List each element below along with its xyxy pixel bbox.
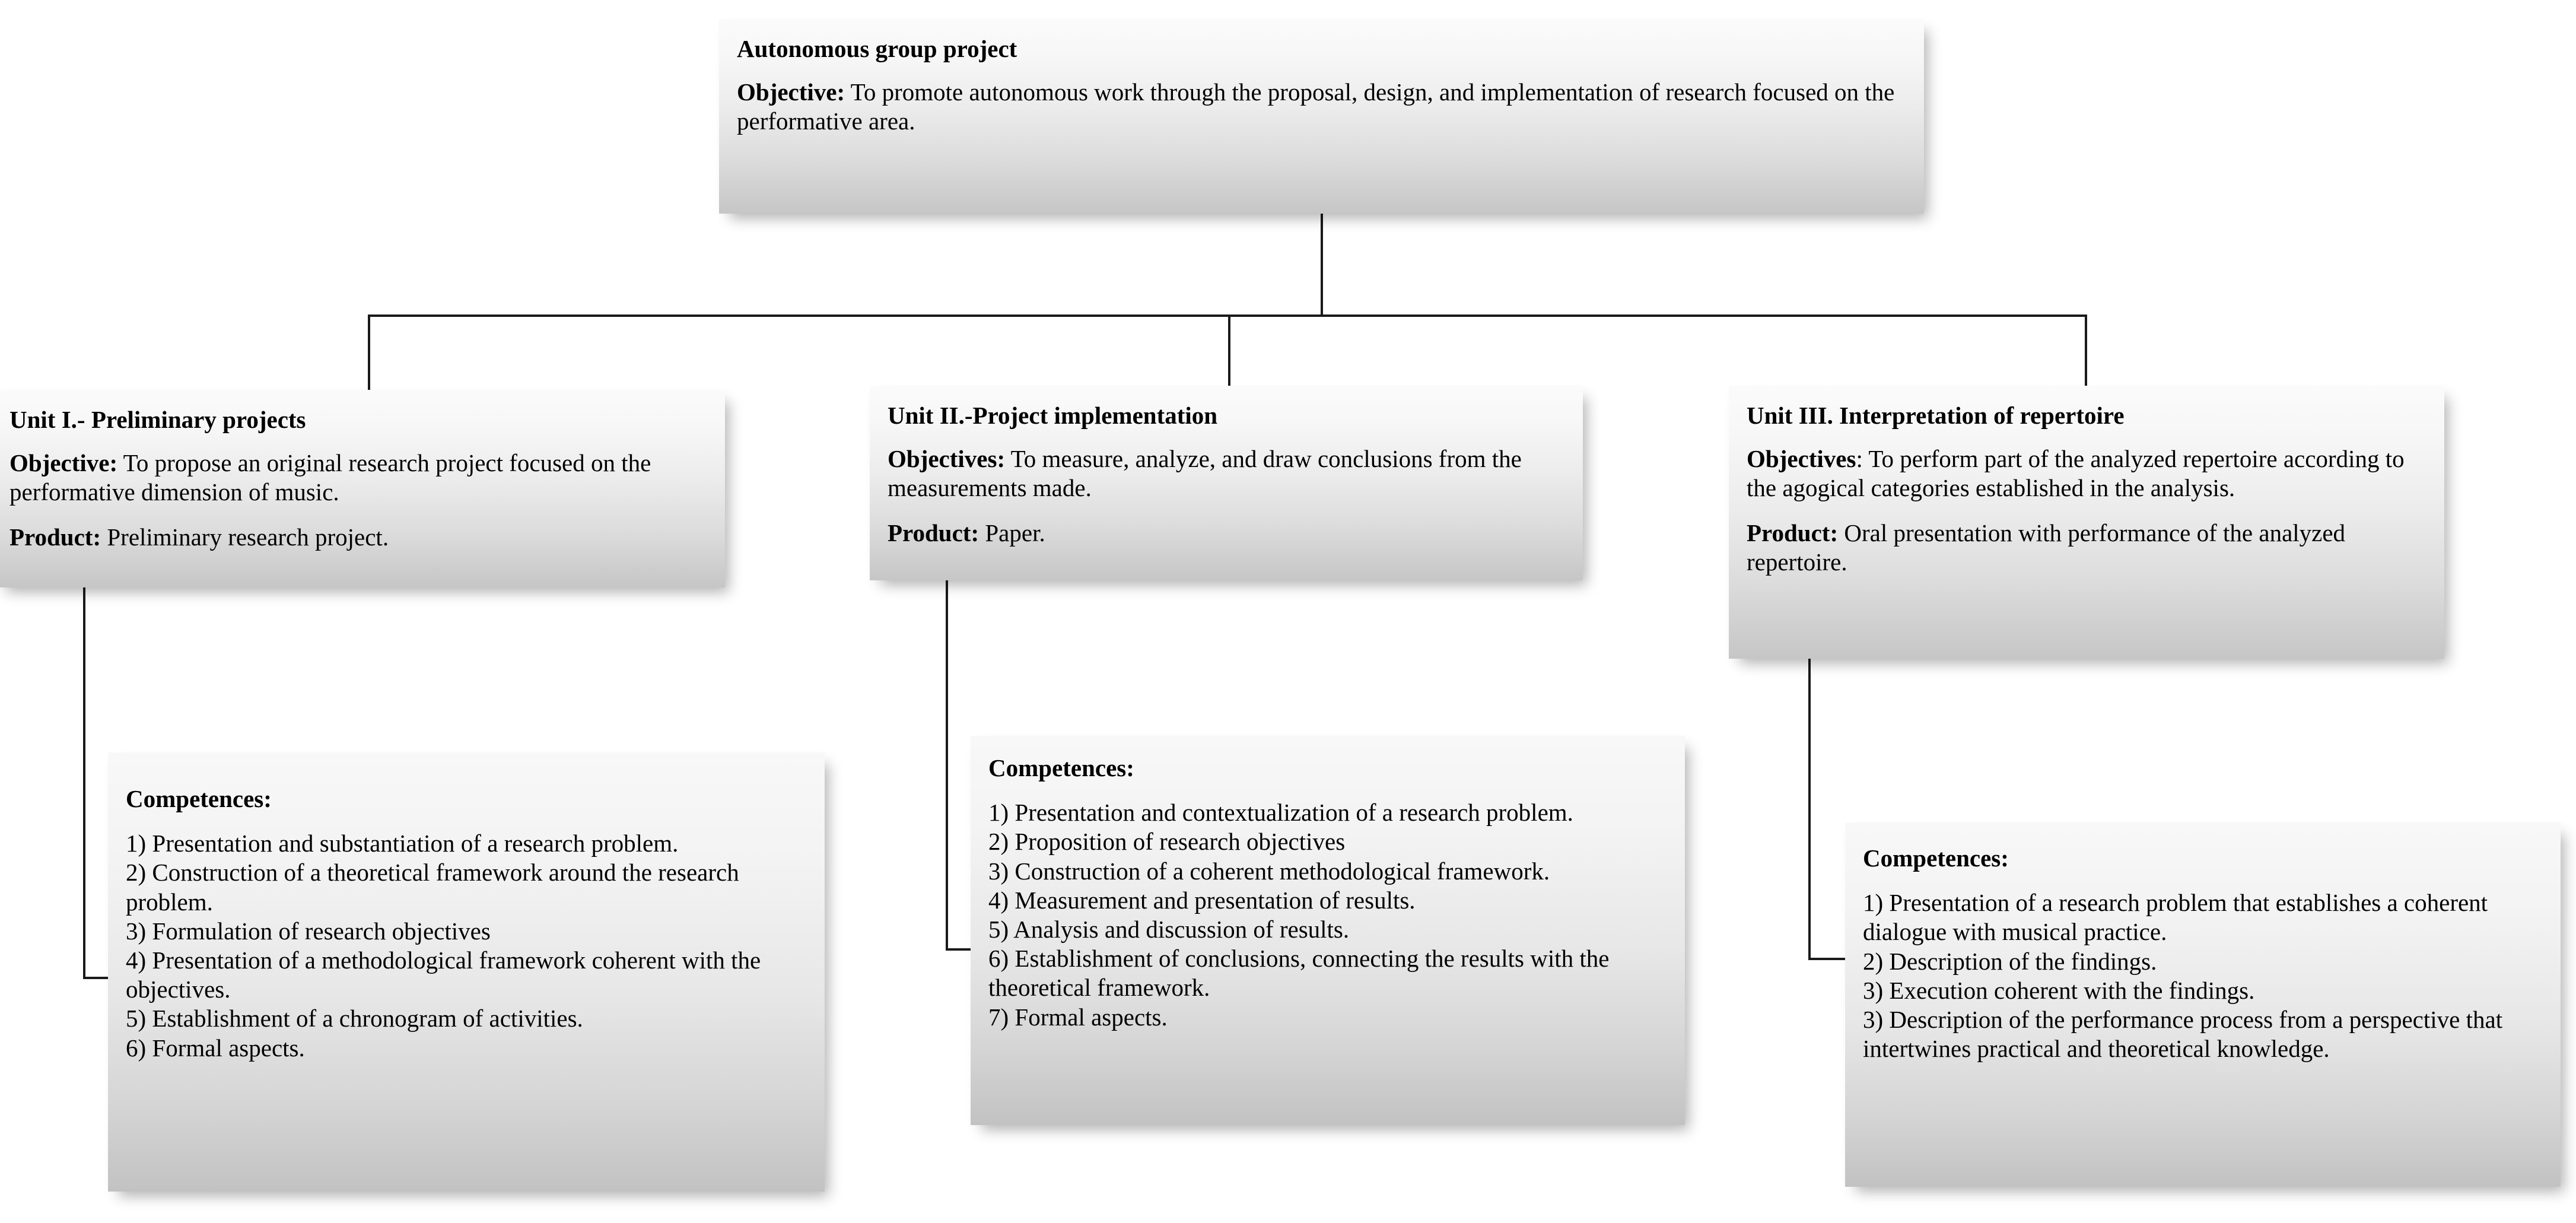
list-item: 2) Description of the findings. (1863, 947, 2157, 975)
list-item: 5) Establishment of a chronogram of acti… (126, 1005, 583, 1033)
root-node[interactable]: Autonomous group project Objective: To p… (719, 19, 1924, 214)
list-item: 4) Presentation of a methodological fram… (126, 946, 761, 1003)
list-item: 3) Formulation of research objectives (126, 917, 491, 945)
root-objective: Objective: To promote autonomous work th… (737, 78, 1906, 136)
list-item: 2) Proposition of research objectives (988, 828, 1346, 856)
unit-2-objective-text: To measure, analyze, and draw conclusion… (888, 445, 1522, 502)
unit-3-product-label: Product: (1747, 519, 1839, 547)
competences-node-3[interactable]: Competences: 1) Presentation of a resear… (1845, 822, 2561, 1187)
root-objective-label: Objective: (737, 78, 845, 106)
unit-2-objective: Objectives: To measure, analyze, and dra… (888, 444, 1565, 503)
unit-node-1[interactable]: Unit I.- Preliminary projects Objective:… (0, 390, 725, 587)
connector-to-unit-1 (368, 315, 370, 391)
unit-3-heading: Unit III. Interpretation of repertoire (1747, 402, 2125, 429)
list-item: 1) Presentation and contextualization of… (988, 799, 1573, 827)
competences-node-2[interactable]: Competences: 1) Presentation and context… (971, 736, 1685, 1125)
unit-2-product: Product: Paper. (888, 519, 1565, 548)
connector-to-unit-3 (2085, 315, 2087, 387)
list-item: 6) Establishment of conclusions, connect… (988, 945, 1610, 1002)
list-item: 3) Construction of a coherent methodolog… (988, 857, 1550, 885)
unit-1-product-text: Preliminary research project. (101, 523, 389, 551)
connector-unit1-to-competences-elbow (83, 977, 112, 979)
unit-3-product: Product: Oral presentation with performa… (1747, 519, 2426, 577)
unit-2-heading: Unit II.-Project implementation (888, 402, 1218, 429)
competences-3-list: 1) Presentation of a research problem th… (1863, 888, 2543, 1063)
unit-1-objective-text: To propose an original research project … (9, 449, 651, 506)
list-item: 2) Construction of a theoretical framewo… (126, 859, 739, 916)
root-objective-text: To promote autonomous work through the p… (737, 78, 1895, 135)
connector-unit1-to-competences (83, 586, 85, 979)
competences-2-list: 1) Presentation and contextualization of… (988, 798, 1667, 1032)
unit-3-objective-label: Objectives (1747, 445, 1856, 473)
unit-1-product: Product: Preliminary research project. (9, 523, 707, 552)
root-heading: Autonomous group project (737, 35, 1017, 62)
unit-1-objective: Objective: To propose an original resear… (9, 449, 707, 507)
unit-2-product-label: Product: (888, 519, 979, 547)
list-item: 1) Presentation of a research problem th… (1863, 889, 2488, 946)
unit-1-product-label: Product: (9, 523, 101, 551)
competences-1-list: 1) Presentation and substantiation of a … (126, 829, 807, 1063)
list-item: 1) Presentation and substantiation of a … (126, 830, 679, 857)
competences-node-1[interactable]: Competences: 1) Presentation and substan… (108, 752, 825, 1192)
unit-2-objective-label: Objectives: (888, 445, 1006, 473)
unit-1-heading: Unit I.- Preliminary projects (9, 406, 306, 433)
list-item: 7) Formal aspects. (988, 1003, 1168, 1031)
unit-node-3[interactable]: Unit III. Interpretation of repertoire O… (1729, 386, 2444, 659)
competences-2-heading: Competences: (988, 754, 1134, 782)
list-item: 6) Formal aspects. (126, 1034, 305, 1062)
list-item: 4) Measurement and presentation of resul… (988, 886, 1416, 914)
competences-3-heading: Competences: (1863, 844, 2009, 872)
unit-node-2[interactable]: Unit II.-Project implementation Objectiv… (870, 386, 1583, 580)
list-item: 3) Execution coherent with the findings. (1863, 976, 2255, 1004)
list-item: 3) Description of the performance proces… (1863, 1005, 2503, 1063)
unit-3-objective: Objectives: To perform part of the analy… (1747, 444, 2426, 503)
unit-2-product-text: Paper. (979, 519, 1045, 547)
connector-root-stem (1321, 212, 1323, 317)
unit-1-objective-label: Objective: (9, 449, 118, 477)
connector-unit3-to-competences (1808, 657, 1811, 960)
unit-3-product-text: Oral presentation with performance of th… (1747, 519, 2346, 576)
connector-horizontal-bus (368, 315, 2087, 317)
connector-unit3-to-competences-elbow (1808, 958, 1847, 960)
unit-3-objective-text: : To perform part of the analyzed repert… (1747, 445, 2405, 502)
list-item: 5) Analysis and discussion of results. (988, 915, 1350, 943)
connector-to-unit-2 (1228, 315, 1230, 387)
connector-unit2-to-competences-elbow (946, 948, 973, 951)
connector-unit2-to-competences (946, 579, 948, 951)
competences-1-heading: Competences: (126, 785, 272, 812)
